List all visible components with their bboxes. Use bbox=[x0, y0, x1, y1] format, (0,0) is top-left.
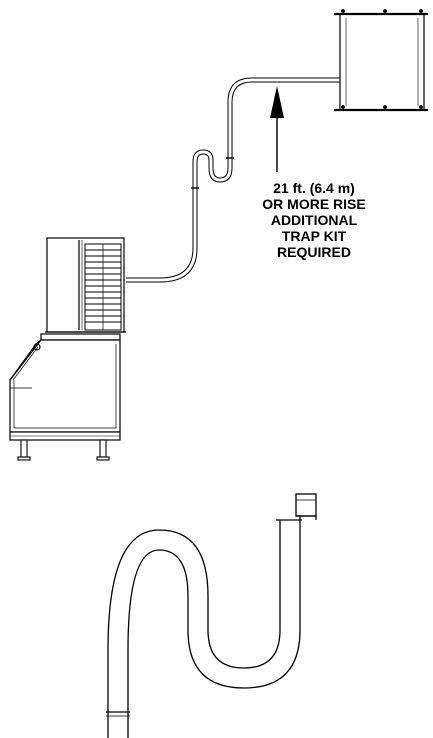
bin-legs bbox=[17, 439, 110, 461]
annotation-line-5: REQUIRED bbox=[277, 244, 351, 260]
ice-bin bbox=[9, 333, 121, 441]
annotation-line-1: 21 ft. (6.4 m) bbox=[273, 180, 355, 196]
annotation-line-2: OR MORE RISE bbox=[262, 196, 366, 212]
remote-condenser bbox=[334, 9, 428, 112]
rise-annotation: 21 ft. (6.4 m) OR MORE RISE ADDITIONAL T… bbox=[214, 180, 414, 260]
condenser-grille bbox=[84, 243, 122, 331]
trap-kit-detail bbox=[106, 493, 317, 738]
ice-machine-head bbox=[45, 237, 126, 333]
line-set bbox=[126, 77, 340, 283]
rise-arrow bbox=[270, 86, 284, 172]
annotation-line-3: ADDITIONAL bbox=[270, 212, 358, 228]
annotation-line-4: TRAP KIT bbox=[281, 228, 347, 244]
